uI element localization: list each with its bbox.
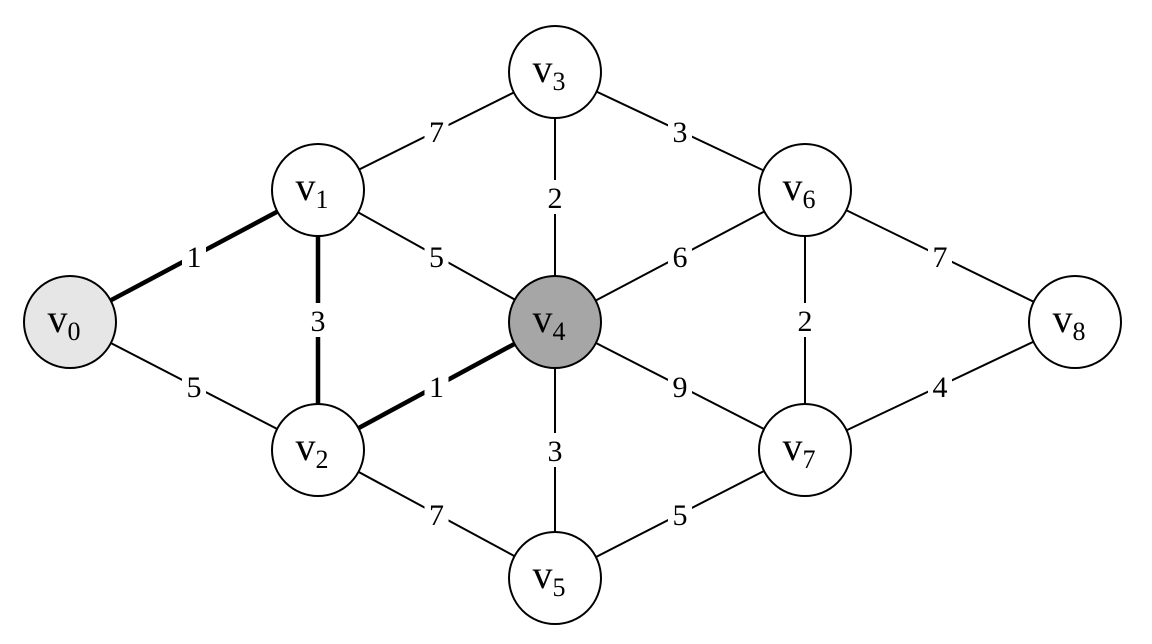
node-v0: v0 [23, 275, 117, 369]
node-circle [271, 403, 365, 497]
node-label-subscript: 5 [553, 573, 566, 602]
edge-weight-v2-v5: 7 [424, 497, 449, 532]
edge-weight-v7-v8: 4 [928, 369, 952, 404]
node-label-base: v [783, 164, 803, 209]
node-label: v8 [1053, 296, 1086, 346]
edge-weight-bg [424, 497, 449, 531]
edge-weight-v4-v6: 6 [668, 239, 692, 274]
edge-weight-bg [543, 180, 567, 214]
node-v1: v1 [271, 143, 365, 237]
node-circle [758, 143, 852, 237]
edge-weight-label: 1 [429, 371, 444, 404]
node-label-base: v [783, 424, 803, 469]
edge-weight-v3-v4: 2 [543, 180, 567, 215]
node-v3: v3 [508, 25, 602, 119]
node-label: v4 [533, 296, 566, 346]
edge-weight-v5-v7: 5 [668, 497, 692, 532]
edge-weight-bg [668, 239, 692, 273]
node-label-subscript: 0 [68, 317, 81, 346]
edge-weight-label: 3 [673, 116, 688, 149]
node-circle [758, 403, 852, 497]
node-v5: v5 [508, 531, 602, 625]
node-label-subscript: 7 [803, 445, 816, 474]
edge-weight-label: 6 [673, 241, 688, 274]
edge-weight-label: 7 [429, 499, 444, 532]
node-circle [1028, 275, 1122, 369]
node-label-base: v [533, 296, 553, 341]
edge-weight-bg [424, 239, 449, 273]
edge-weight-v4-v7: 9 [668, 369, 692, 404]
node-v8: v8 [1028, 275, 1122, 369]
edge-weight-label: 3 [311, 305, 326, 338]
node-label-subscript: 8 [1073, 317, 1086, 346]
node-label-subscript: 6 [803, 185, 816, 214]
node-label: v7 [783, 424, 816, 474]
edge-weight-label: 2 [798, 305, 813, 338]
node-label-subscript: 3 [553, 67, 566, 96]
edge-weight-label: 7 [933, 241, 948, 274]
edge-weight-v4-v5: 3 [543, 433, 567, 468]
node-v6: v6 [758, 143, 852, 237]
node-circle [508, 531, 602, 625]
edge-weight-label: 5 [673, 499, 688, 532]
node-label: v2 [296, 424, 329, 474]
edge-weight-bg [928, 239, 952, 273]
node-label-base: v [533, 552, 553, 597]
edge-weight-bg [668, 114, 692, 148]
edge-weight-bg [424, 369, 449, 403]
node-label-base: v [296, 424, 316, 469]
edge-weight-bg [668, 497, 692, 531]
edge-weight-bg [543, 433, 567, 467]
edge-weight-v2-v4: 1 [424, 369, 449, 404]
node-label: v6 [783, 164, 816, 214]
edge-weight-v0-v1: 1 [182, 239, 206, 274]
edge-weight-v1-v3: 7 [424, 114, 449, 149]
node-label: v5 [533, 552, 566, 602]
edge-weight-bg [306, 303, 330, 337]
node-label: v3 [533, 46, 566, 96]
node-label-base: v [533, 46, 553, 91]
node-label-subscript: 2 [316, 445, 329, 474]
node-label-base: v [1053, 296, 1073, 341]
edge-weight-label: 4 [933, 371, 948, 404]
node-label: v0 [48, 296, 81, 346]
edge-weight-bg [793, 303, 817, 337]
node-label-base: v [48, 296, 68, 341]
node-label-base: v [296, 164, 316, 209]
edge-weight-label: 1 [187, 241, 202, 274]
node-circle [508, 275, 602, 369]
node-circle [23, 275, 117, 369]
edge-weight-label: 5 [187, 371, 202, 404]
edge-weight-label: 5 [429, 241, 444, 274]
node-label-subscript: 1 [316, 185, 329, 214]
edge-weight-bg [668, 369, 692, 403]
edge-weight-v3-v6: 3 [668, 114, 692, 149]
edge-weight-v1-v4: 5 [424, 239, 449, 274]
node-v7: v7 [758, 403, 852, 497]
node-circle [508, 25, 602, 119]
edge-labels-layer: 1 5 3 7 5 1 7 2 3 3 6 9 5 2 7 4 [182, 114, 952, 532]
edge-weight-bg [182, 239, 206, 273]
edge-weight-label: 3 [548, 435, 563, 468]
edge-weight-v6-v7: 2 [793, 303, 817, 338]
edge-weight-label: 2 [548, 182, 563, 215]
edge-weight-label: 9 [673, 371, 688, 404]
edge-weight-v1-v2: 3 [306, 303, 330, 338]
edge-weight-label: 7 [429, 116, 444, 149]
node-label-subscript: 4 [553, 317, 566, 346]
edge-weight-bg [182, 369, 206, 403]
edge-weight-v6-v8: 7 [928, 239, 952, 274]
edge-weight-v0-v2: 5 [182, 369, 206, 404]
node-v2: v2 [271, 403, 365, 497]
node-label: v1 [296, 164, 329, 214]
node-v4: v4 [508, 275, 602, 369]
edge-weight-bg [424, 114, 449, 148]
edge-weight-bg [928, 369, 952, 403]
node-circle [271, 143, 365, 237]
